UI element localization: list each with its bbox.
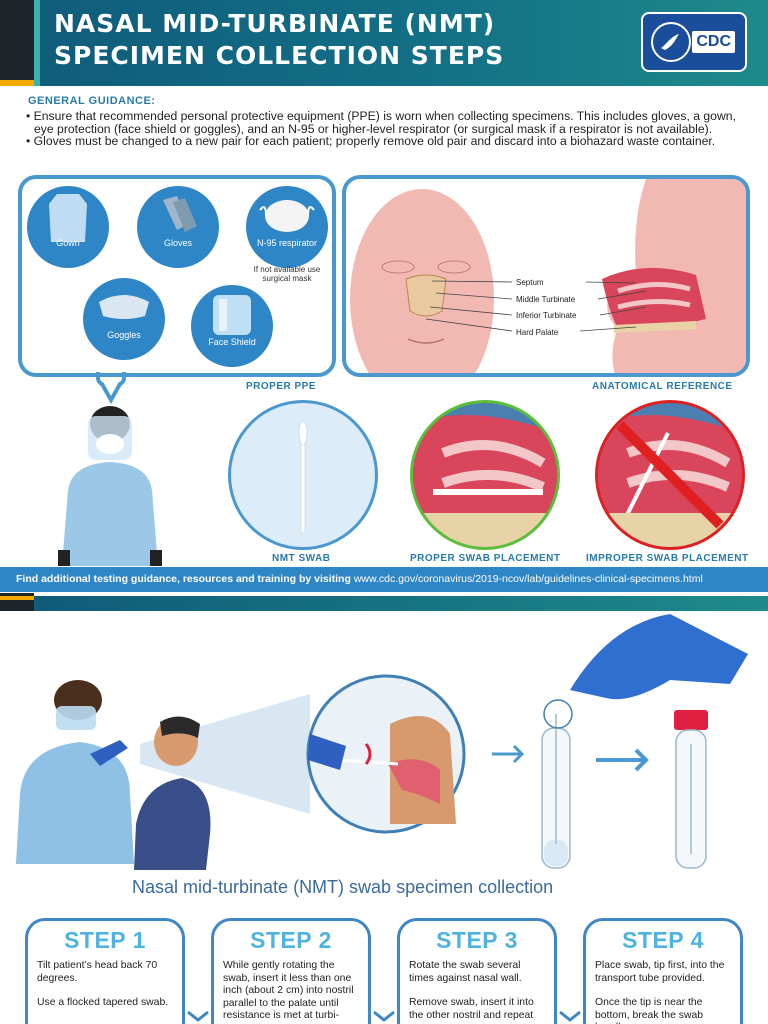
step-4-title: STEP 4 bbox=[622, 927, 704, 953]
goggles-icon bbox=[99, 295, 149, 319]
step-arrow-icon bbox=[373, 1010, 395, 1022]
hard-palate-label: Hard Palate bbox=[516, 327, 559, 337]
title-line-1: NASAL MID-TURBINATE (NMT) bbox=[54, 9, 496, 38]
goggles-label: Goggles bbox=[107, 330, 141, 340]
step-3-text: Rotate the swab several times against na… bbox=[400, 954, 554, 1022]
step-1-card: STEP 1 Tilt patient’s head back 70 degre… bbox=[25, 918, 185, 1024]
step-4-card: STEP 4 Place swab, tip first, into the t… bbox=[583, 918, 743, 1024]
cdc-logo-text: CDC bbox=[692, 31, 735, 53]
header-stripe bbox=[34, 0, 40, 86]
improper-placement-circle bbox=[595, 400, 745, 550]
gown-icon bbox=[49, 194, 87, 242]
face-shield-item: Face Shield bbox=[191, 285, 273, 367]
step-2-card: STEP 2 While gently rotating the swab, i… bbox=[211, 918, 371, 1024]
step-3-card: STEP 3 Rotate the swab several times aga… bbox=[397, 918, 557, 1024]
step-2-title: STEP 2 bbox=[250, 927, 332, 953]
middle-turbinate-label: Middle Turbinate bbox=[516, 294, 576, 304]
respirator-note: If not available use surgical mask bbox=[253, 265, 321, 283]
nmt-swab-icon bbox=[298, 420, 308, 534]
face-shield-label: Face Shield bbox=[208, 337, 256, 347]
proper-placement-circle bbox=[410, 400, 560, 550]
step-4-para: Place swab, tip first, into the transpor… bbox=[595, 960, 725, 984]
header-gold-accent bbox=[0, 80, 34, 86]
proper-ppe-label: PROPER PPE bbox=[246, 381, 317, 392]
inferior-turbinate-label: Inferior Turbinate bbox=[516, 311, 577, 320]
arrow-down-icon bbox=[96, 372, 126, 405]
respirator-item: N-95 respirator bbox=[246, 186, 328, 268]
respirator-icon bbox=[259, 200, 315, 232]
guidance-item: • Gloves must be changed to a new pair f… bbox=[26, 134, 716, 148]
step-1-para: Tilt patient’s head back 70 degrees. bbox=[37, 960, 158, 984]
title-line-2: SPECIMEN COLLECTION STEPS bbox=[54, 41, 505, 70]
improper-placement-illustration bbox=[598, 415, 742, 547]
header-banner bbox=[0, 0, 768, 86]
resource-link[interactable]: www.cdc.gov/coronavirus/2019-ncov/lab/gu… bbox=[353, 573, 703, 585]
collection-illustration bbox=[16, 614, 748, 870]
goggles-item: Goggles bbox=[83, 278, 165, 360]
face-shield-icon bbox=[213, 295, 251, 335]
nmt-swab-circle bbox=[228, 400, 378, 550]
health-worker-illustration bbox=[58, 406, 162, 566]
anatomy-labels: Septum Middle Turbinate Inferior Turbina… bbox=[516, 275, 576, 341]
resource-bar: Find additional testing guidance, resour… bbox=[0, 567, 768, 592]
anatomy-illustration bbox=[350, 179, 746, 373]
septum-label: Septum bbox=[516, 278, 544, 287]
step-3-para: Remove swab, insert it into the other no… bbox=[409, 997, 534, 1021]
respirator-label: N-95 respirator bbox=[256, 238, 318, 248]
gloves-item: Gloves bbox=[137, 186, 219, 268]
anatomical-reference-label: ANATOMICAL REFERENCE bbox=[592, 381, 733, 392]
nmt-swab-label: NMT SWAB bbox=[272, 553, 331, 564]
gloves-label: Gloves bbox=[163, 238, 192, 248]
gown-label: Gown bbox=[56, 238, 80, 248]
gloves-icon bbox=[163, 196, 197, 232]
guidance-item: • Ensure that recommended personal prote… bbox=[26, 109, 736, 136]
page-title: NASAL MID-TURBINATE (NMT) SPECIMEN COLLE… bbox=[54, 8, 504, 72]
step-2-para: While gently rotating the swab, insert i… bbox=[223, 960, 354, 1021]
step-3-para: Rotate the swab several times against na… bbox=[409, 960, 522, 984]
proper-placement-label: PROPER SWAB PLACEMENT bbox=[410, 553, 561, 564]
step-1-para: Use a flocked tapered swab. bbox=[37, 997, 169, 1008]
gown-item: Gown bbox=[27, 186, 109, 268]
cdc-logo[interactable]: CDC bbox=[641, 12, 747, 72]
step-4-text: Place swab, tip first, into the transpor… bbox=[586, 954, 740, 1024]
guidance-list: • Ensure that recommended personal prote… bbox=[26, 110, 746, 148]
step-4-para: Once the tip is near the bottom, break t… bbox=[595, 997, 704, 1024]
anatomy-panel: Septum Middle Turbinate Inferior Turbina… bbox=[342, 175, 750, 377]
step-1-title: STEP 1 bbox=[64, 927, 146, 953]
step-arrow-icon bbox=[187, 1010, 209, 1022]
step-3-title: STEP 3 bbox=[436, 927, 518, 953]
hhs-eagle-icon bbox=[651, 22, 691, 62]
guidance-title: GENERAL GUIDANCE: bbox=[28, 95, 156, 107]
step-1-text: Tilt patient’s head back 70 degrees. Use… bbox=[28, 954, 182, 1010]
header-accent bbox=[0, 0, 34, 86]
collection-caption: Nasal mid-turbinate (NMT) swab specimen … bbox=[132, 877, 554, 897]
resource-lead-text: Find additional testing guidance, resour… bbox=[16, 573, 351, 585]
step-arrow-icon bbox=[559, 1010, 581, 1022]
proper-placement-illustration bbox=[413, 415, 557, 547]
improper-placement-label: IMPROPER SWAB PLACEMENT bbox=[586, 553, 749, 564]
divider-band bbox=[34, 596, 768, 611]
divider-gold-accent bbox=[0, 596, 34, 600]
step-2-text: While gently rotating the swab, insert i… bbox=[214, 954, 368, 1023]
